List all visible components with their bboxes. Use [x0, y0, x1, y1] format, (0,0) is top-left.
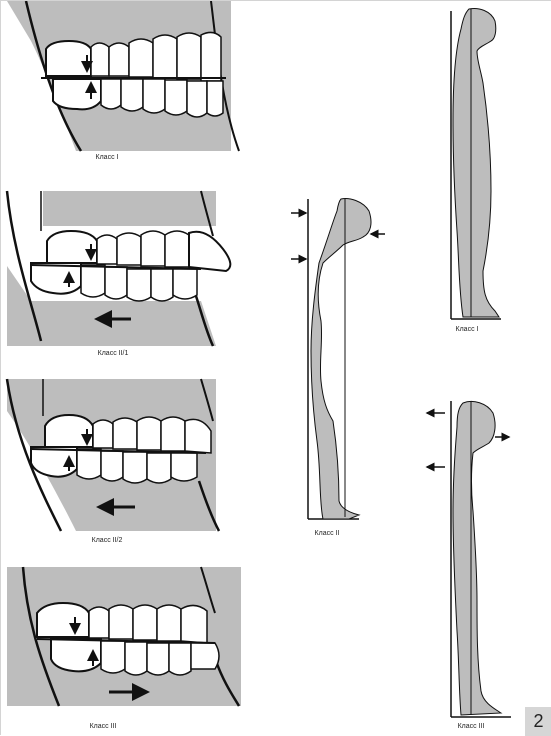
posture-class-3-caption: Класс III [458, 723, 485, 730]
occlusion-class-1-caption: Класс I [96, 154, 119, 161]
body-silhouette [453, 9, 499, 318]
occlusion-class-2-2-diagram [7, 379, 219, 531]
posture-class-2-figure [291, 199, 385, 520]
occlusion-class-1-diagram [7, 1, 239, 151]
posture-class-1-caption: Класс I [456, 326, 479, 333]
page-number-badge: 2 [525, 707, 551, 736]
posture-class-3-figure [427, 401, 511, 717]
occlusion-class-3-caption: Класс III [90, 723, 117, 730]
posture-class-2-caption: Класс II [315, 530, 340, 537]
occlusion-class-3-diagram [7, 567, 241, 706]
body-silhouette [311, 199, 371, 520]
posture-class-1-figure [451, 9, 501, 320]
body-silhouette [453, 401, 501, 715]
occlusion-class-2-2-caption: Класс II/2 [92, 537, 123, 544]
occlusion-class-2-1-caption: Класс II/1 [98, 350, 129, 357]
lower-teeth-row [51, 639, 219, 675]
occlusion-class-2-1-diagram [7, 191, 230, 346]
upper-teeth-row [37, 603, 207, 643]
